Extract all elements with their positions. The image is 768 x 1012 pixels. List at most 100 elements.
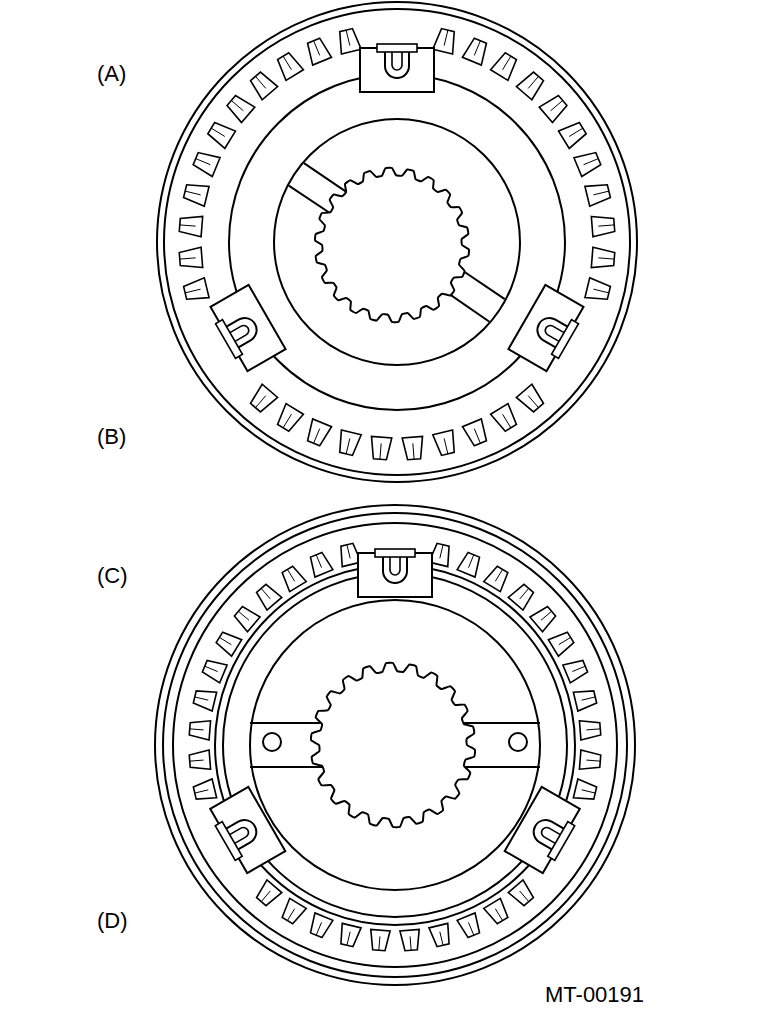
outline-circle <box>163 513 627 977</box>
tooth-chamfer <box>528 396 538 408</box>
gear-tooth <box>491 404 517 432</box>
callout-letter: (A) <box>97 63 126 85</box>
callout-letter: (D) <box>97 910 128 932</box>
gear-tooth <box>530 607 556 632</box>
tooth-chamfer <box>593 191 609 195</box>
gear-tooth <box>278 53 304 81</box>
tooth-chamfer <box>586 760 600 761</box>
outline-circle <box>155 505 635 985</box>
gear-tooth <box>508 584 533 610</box>
gear-tooth <box>585 185 610 206</box>
gear-tooth <box>429 923 449 946</box>
tooth-chamfer <box>528 76 538 88</box>
figure-code: MT-00191 <box>545 984 644 1006</box>
hub-hole <box>509 733 527 751</box>
outline-circle <box>164 9 630 475</box>
tooth-chamfer <box>346 30 350 46</box>
tooth-chamfer <box>180 225 196 226</box>
tooth-chamfer <box>569 128 583 136</box>
gear-tooth <box>462 38 486 65</box>
outline-circle <box>215 565 575 925</box>
gear-tooth <box>179 247 202 267</box>
gear-tooth <box>310 913 332 938</box>
tooth-chamfer <box>261 588 270 599</box>
gear-tooth <box>457 552 479 577</box>
tooth-chamfer <box>255 396 265 408</box>
tooth-chamfer <box>520 891 529 902</box>
gear-tooth <box>257 880 282 906</box>
tooth-chamfer <box>593 289 609 293</box>
tooth-chamfer <box>255 76 265 88</box>
outline-circle <box>223 573 567 917</box>
gear-tooth <box>193 153 220 177</box>
gear-tooth <box>484 566 508 591</box>
shifting-insert <box>207 787 286 875</box>
hub-assembly-top <box>157 2 637 482</box>
tooth-chamfer <box>314 41 320 56</box>
tooth-chamfer <box>503 414 511 428</box>
gear-tooth <box>573 691 596 711</box>
tooth-chamfer <box>316 922 321 935</box>
tooth-chamfer <box>196 159 211 165</box>
gear-tooth <box>591 216 614 236</box>
hub-slot <box>289 186 333 215</box>
tooth-chamfer <box>586 729 600 730</box>
tooth-chamfer <box>503 56 511 70</box>
tooth-chamfer <box>314 429 320 444</box>
tooth-chamfer <box>283 414 291 428</box>
gear-tooth <box>310 552 332 577</box>
hub-hole <box>263 733 281 751</box>
tooth-chamfer <box>205 666 218 671</box>
tooth-chamfer <box>231 100 243 110</box>
tooth-chamfer <box>572 666 585 671</box>
tooth-chamfer <box>346 438 350 454</box>
gear-tooth <box>251 384 278 412</box>
gear-tooth <box>508 880 533 906</box>
outline-circle <box>157 2 637 482</box>
shifting-insert <box>358 549 432 597</box>
tooth-chamfer <box>211 128 225 136</box>
gear-tooth <box>548 632 573 656</box>
callout-letter: (B) <box>97 426 126 448</box>
gear-tooth <box>227 96 255 123</box>
tooth-chamfer <box>410 936 411 950</box>
callout-letter: (C) <box>97 565 128 587</box>
gear-tooth <box>516 72 543 100</box>
gear-tooth <box>184 185 209 206</box>
tooth-chamfer <box>316 555 321 568</box>
tooth-chamfer <box>495 569 502 581</box>
gear-tooth <box>193 691 216 711</box>
tooth-chamfer <box>287 909 294 921</box>
gear-tooth <box>234 607 260 632</box>
tooth-chamfer <box>379 936 380 950</box>
gear-tooth <box>559 123 587 149</box>
tooth-chamfer <box>185 191 201 195</box>
gear-tooth <box>193 779 216 799</box>
tooth-chamfer <box>238 611 249 620</box>
spline-bore <box>311 663 475 828</box>
tooth-chamfer <box>195 790 209 793</box>
gear-tooth <box>400 929 419 950</box>
tooth-chamfer <box>444 438 448 454</box>
tooth-chamfer <box>541 611 552 620</box>
tooth-chamfer <box>440 545 443 559</box>
gear-tooth <box>371 929 390 950</box>
gear-tooth <box>257 584 282 610</box>
gear-tooth <box>462 419 486 446</box>
tooth-chamfer <box>440 932 443 946</box>
tooth-chamfer <box>520 588 529 599</box>
spline-bore <box>315 168 469 322</box>
outline-circle <box>250 600 540 890</box>
gear-tooth <box>308 38 332 65</box>
tooth-chamfer <box>380 443 381 459</box>
tooth-chamfer <box>287 569 294 581</box>
tooth-chamfer <box>413 443 414 459</box>
tooth-chamfer <box>468 922 473 935</box>
tooth-chamfer <box>551 100 563 110</box>
gear-tooth <box>340 29 361 54</box>
gear-tooth <box>573 779 596 799</box>
gear-tooth <box>516 384 543 412</box>
tooth-chamfer <box>219 637 231 644</box>
